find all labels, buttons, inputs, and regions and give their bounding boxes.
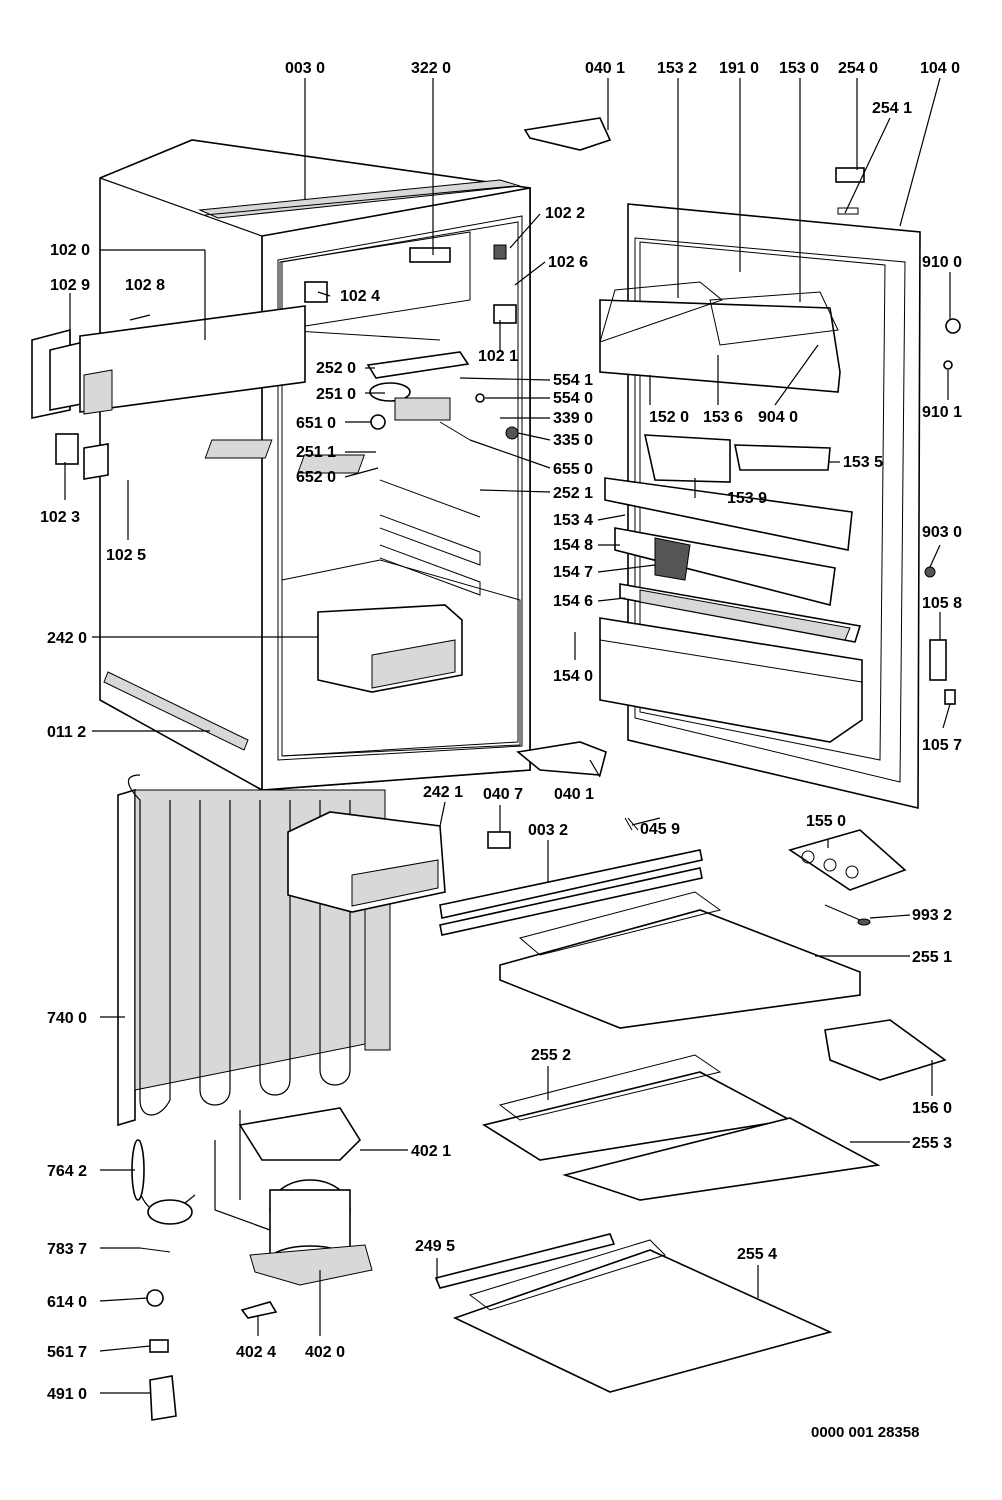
label-011-2: 011 2 — [47, 724, 86, 741]
label-154-6: 154 6 — [553, 593, 593, 610]
label-102-0: 102 0 — [50, 242, 90, 259]
label-614-0: 614 0 — [47, 1294, 87, 1311]
label-154-0: 154 0 — [553, 668, 593, 685]
label-402-1: 402 1 — [411, 1143, 451, 1160]
trays — [788, 829, 947, 1081]
label-252-0: 252 0 — [316, 360, 356, 377]
label-903-0: 903 0 — [922, 524, 962, 541]
label-993-2: 993 2 — [912, 907, 952, 924]
label-491-0: 491 0 — [47, 1386, 87, 1403]
label-104-0: 104 0 — [920, 60, 960, 77]
label-255-3: 255 3 — [912, 1135, 952, 1152]
label-003-0: 003 0 — [285, 60, 325, 77]
label-904-0: 904 0 — [758, 409, 798, 426]
label-252-1: 252 1 — [553, 485, 593, 502]
cabinet-body — [99, 139, 531, 791]
label-153-9: 153 9 — [727, 490, 767, 507]
compressor-assembly — [131, 1107, 373, 1319]
label-910-1: 910 1 — [922, 404, 962, 421]
label-740-0: 740 0 — [47, 1010, 87, 1027]
label-105-7: 105 7 — [922, 737, 962, 754]
label-254-0: 254 0 — [838, 60, 878, 77]
label-040-1-mid: 040 1 — [554, 786, 594, 803]
label-102-4: 102 4 — [340, 288, 380, 305]
trim-parts — [439, 817, 703, 936]
label-040-1-top: 040 1 — [585, 60, 625, 77]
fridge-door — [599, 203, 921, 810]
label-153-5: 153 5 — [843, 454, 883, 471]
label-254-1: 254 1 — [872, 100, 912, 117]
label-651-0: 651 0 — [296, 415, 336, 432]
label-554-1: 554 1 — [553, 372, 593, 389]
label-242-1: 242 1 — [423, 784, 463, 801]
label-105-8: 105 8 — [922, 595, 962, 612]
label-102-2: 102 2 — [545, 205, 585, 222]
label-102-6: 102 6 — [548, 254, 588, 271]
label-102-8: 102 8 — [125, 277, 165, 294]
label-156-0: 156 0 — [912, 1100, 952, 1117]
label-102-5: 102 5 — [106, 547, 146, 564]
label-402-0: 402 0 — [305, 1344, 345, 1361]
label-153-4: 153 4 — [553, 512, 593, 529]
label-322-0: 322 0 — [411, 60, 451, 77]
leader-lines — [64, 77, 951, 1394]
label-155-0: 155 0 — [806, 813, 846, 830]
small-parts-left — [139, 1247, 177, 1421]
label-153-6: 153 6 — [703, 409, 743, 426]
label-191-0: 191 0 — [719, 60, 759, 77]
label-339-0: 339 0 — [553, 410, 593, 427]
label-154-8: 154 8 — [553, 537, 593, 554]
label-102-9: 102 9 — [50, 277, 90, 294]
label-255-4: 255 4 — [737, 1246, 777, 1263]
label-910-0: 910 0 — [922, 254, 962, 271]
label-102-1: 102 1 — [478, 348, 518, 365]
label-154-7: 154 7 — [553, 564, 593, 581]
glass-shelves — [434, 891, 881, 1393]
label-255-1: 255 1 — [912, 949, 952, 966]
label-554-0: 554 0 — [553, 390, 593, 407]
label-255-2: 255 2 — [531, 1047, 571, 1064]
document-id: 0000 001 28358 — [811, 1424, 920, 1441]
label-652-0: 652 0 — [296, 469, 336, 486]
hinge-hardware — [516, 117, 961, 831]
label-249-5: 249 5 — [415, 1238, 455, 1255]
label-251-0: 251 0 — [316, 386, 356, 403]
label-152-0: 152 0 — [649, 409, 689, 426]
label-655-0: 655 0 — [553, 461, 593, 478]
label-045-9: 045 9 — [640, 821, 680, 838]
label-251-1: 251 1 — [296, 444, 336, 461]
part-labels: 003 0 322 0 040 1 153 2 191 0 153 0 254 … — [40, 60, 962, 1403]
label-153-0: 153 0 — [779, 60, 819, 77]
label-561-7: 561 7 — [47, 1344, 87, 1361]
label-242-0: 242 0 — [47, 630, 87, 647]
label-102-3: 102 3 — [40, 509, 80, 526]
label-783-7: 783 7 — [47, 1241, 87, 1258]
label-402-4: 402 4 — [236, 1344, 276, 1361]
label-335-0: 335 0 — [553, 432, 593, 449]
door-trim-parts — [31, 305, 306, 480]
label-764-2: 764 2 — [47, 1163, 87, 1180]
label-003-2: 003 2 — [528, 822, 568, 839]
label-153-2: 153 2 — [657, 60, 697, 77]
label-040-7: 040 7 — [483, 786, 523, 803]
crisper-small — [287, 811, 446, 913]
